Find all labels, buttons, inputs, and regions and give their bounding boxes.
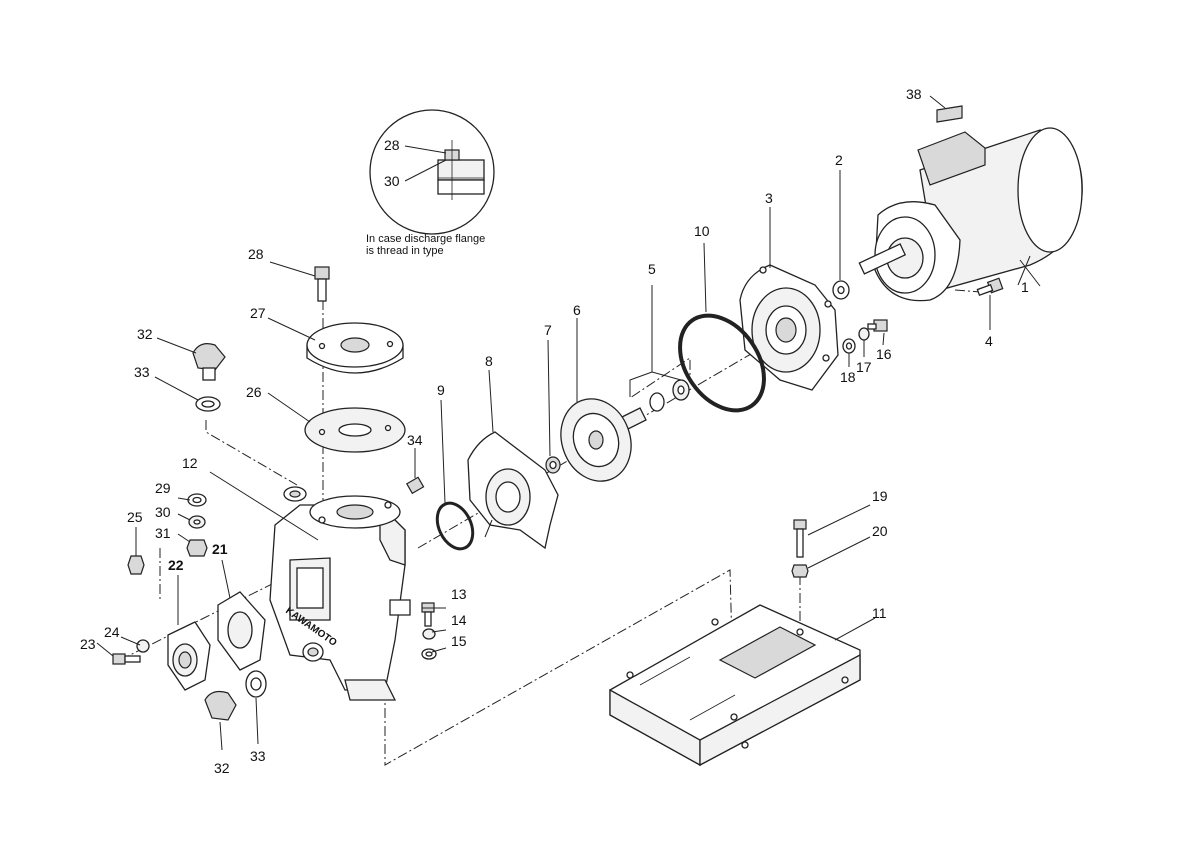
part-18-washer: [842, 338, 856, 354]
callout-14: 14: [451, 612, 467, 628]
part-30-spring-washer: [188, 515, 206, 529]
callout-3: 3: [765, 190, 773, 206]
callout-2: 2: [835, 152, 843, 168]
leader-lines: [96, 170, 1031, 751]
part-19-bolt: [793, 519, 807, 558]
callout-17: 17: [856, 359, 872, 375]
part-33-washer-lower: [245, 670, 267, 698]
callout-33-lower: 33: [250, 748, 266, 764]
callout-31: 31: [155, 525, 171, 541]
inset-note-line2: is thread in type: [366, 245, 444, 257]
callout-29: 29: [155, 480, 171, 496]
part-5-mechanical-seal: [619, 379, 690, 431]
callout-15: 15: [451, 633, 467, 649]
part-28-bolt: [314, 266, 330, 302]
callout-24: 24: [104, 624, 120, 640]
part-13-bolt: [421, 602, 435, 627]
part-26-gasket: [304, 407, 406, 453]
callout-5: 5: [648, 261, 656, 277]
callout-12: 12: [182, 455, 198, 471]
callout-32-upper: 32: [137, 326, 153, 342]
callout-25: 25: [127, 509, 143, 525]
callout-10: 10: [694, 223, 710, 239]
part-6-impeller: [560, 398, 632, 482]
callout-20: 20: [872, 523, 888, 539]
part-31-nut: [186, 539, 208, 557]
part-29-washer: [187, 493, 207, 507]
callout-4: 4: [985, 333, 993, 349]
part-11-base-plate: [609, 604, 861, 767]
callout-labels: 1 2 3 4 5 6 7 8 9 10 11 12 13 14 15 16 1…: [80, 86, 1029, 776]
part-12-pump-casing: KAWAMOTO: [269, 486, 411, 701]
inset-label-28: 28: [384, 137, 400, 153]
callout-7: 7: [544, 322, 552, 338]
callout-22: 22: [168, 557, 184, 573]
callout-8: 8: [485, 353, 493, 369]
callout-38: 38: [906, 86, 922, 102]
callout-11: 11: [872, 605, 887, 621]
part-27-flange: [306, 322, 404, 374]
callout-34: 34: [407, 432, 423, 448]
part-23-bolt: [112, 653, 141, 665]
callout-26: 26: [246, 384, 262, 400]
part-2-washer: [832, 280, 850, 300]
part-15-washer: [421, 648, 437, 660]
callout-16: 16: [876, 346, 892, 362]
callout-28: 28: [248, 246, 264, 262]
part-9-o-ring: [435, 501, 475, 551]
callout-27: 27: [250, 305, 266, 321]
part-38-nameplate: [929, 95, 963, 123]
part-22-suction-cover: [167, 621, 211, 691]
callout-21: 21: [212, 541, 228, 557]
part-21-gasket: [217, 591, 266, 671]
part-32-plug-upper: [192, 343, 226, 381]
callout-18: 18: [840, 369, 856, 385]
part-17-spring-washer: [858, 327, 870, 341]
part-3-bracket: [739, 264, 839, 391]
callout-33-upper: 33: [134, 364, 150, 380]
part-33-washer-upper: [195, 396, 221, 412]
inset-label-30: 30: [384, 173, 400, 189]
part-10-o-ring: [678, 313, 766, 413]
callout-6: 6: [573, 302, 581, 318]
part-20-nut: [791, 564, 809, 578]
part-1-motor: [858, 127, 1083, 302]
inset-detail: 28 30 In case discharge flange is thread…: [366, 109, 495, 257]
callout-13: 13: [451, 586, 467, 602]
part-8-casing-cover: [467, 431, 559, 550]
part-34-plug: [405, 476, 425, 495]
callout-19: 19: [872, 488, 888, 504]
callout-23: 23: [80, 636, 96, 652]
callout-30: 30: [155, 504, 171, 520]
part-4-bolt: [976, 277, 1004, 297]
part-24-washer: [136, 639, 150, 653]
part-14-spring-washer: [422, 628, 436, 640]
callout-32-lower: 32: [214, 760, 230, 776]
callout-1: 1: [1021, 279, 1029, 295]
part-32-plug-lower: [204, 690, 237, 721]
part-7-nut: [545, 456, 561, 474]
part-25-plug: [127, 555, 145, 575]
inset-note-line1: In case discharge flange: [366, 233, 485, 245]
part-16-bolt: [867, 319, 888, 332]
callout-9: 9: [437, 382, 445, 398]
